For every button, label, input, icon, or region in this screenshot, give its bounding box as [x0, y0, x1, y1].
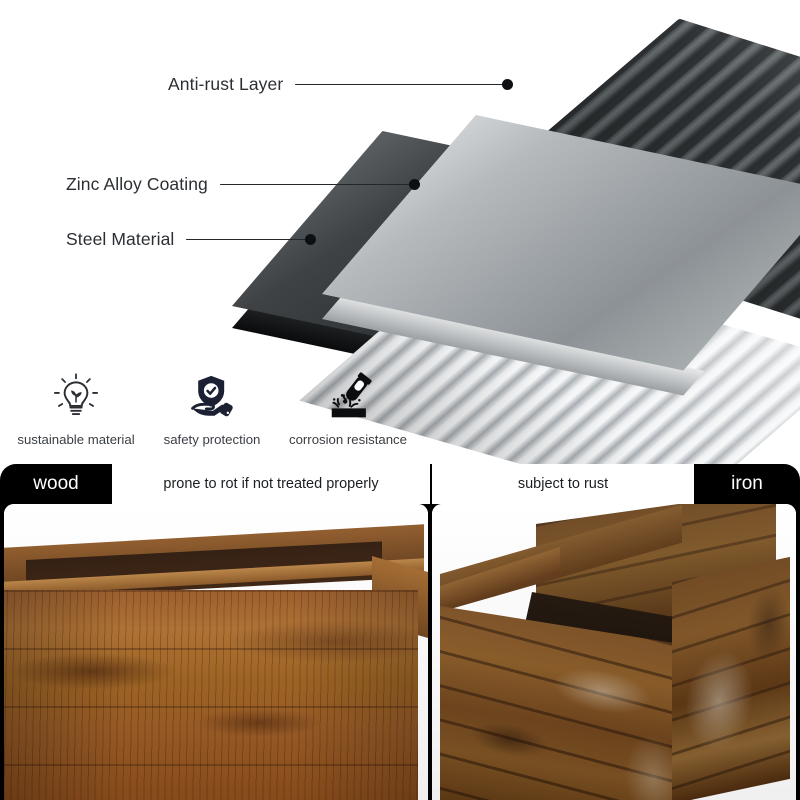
feature-icon-row: sustainable material safety protection [8, 366, 428, 462]
callout-anti-rust: Anti-rust Layer [168, 74, 514, 95]
photo-frame-wood [4, 504, 428, 800]
wooden-crate [4, 524, 428, 800]
tab-wood-label: wood [33, 473, 79, 494]
zinc-alloy-slab [322, 112, 800, 396]
tab-iron-label: iron [731, 473, 763, 494]
layer-diagram: Anti-rust Layer Zinc Alloy Coating Steel… [0, 0, 800, 465]
photo-frame-iron [432, 504, 796, 800]
tab-wood[interactable]: wood [0, 464, 112, 504]
note-wood: prone to rot if not treated properly [112, 464, 430, 504]
feature-safety-protection: safety protection [144, 366, 280, 447]
callout-label-zinc-alloy: Zinc Alloy Coating [66, 174, 208, 194]
note-iron-text: subject to rust [517, 476, 609, 492]
feature-caption: safety protection [163, 432, 261, 447]
feature-caption: sustainable material [17, 432, 135, 447]
crate-side-panel [672, 556, 790, 800]
leader-dot [502, 79, 514, 90]
test-tube-corrosion-icon [320, 366, 376, 428]
leader-dot [408, 179, 420, 190]
feature-corrosion-resistance: corrosion resistance [280, 366, 416, 447]
comparison-header: wood prone to rot if not treated properl… [0, 464, 800, 504]
rusty-crate [440, 504, 790, 800]
leader-line [295, 83, 504, 86]
tab-iron[interactable]: iron [694, 464, 800, 504]
note-wood-text: prone to rot if not treated properly [163, 476, 379, 492]
feature-sustainable-material: sustainable material [8, 366, 144, 447]
rusty-metal-crate-photo [432, 504, 796, 800]
callout-zinc-alloy: Zinc Alloy Coating [66, 174, 420, 195]
crate-front-panel [4, 590, 418, 800]
note-iron: subject to rust [432, 464, 694, 504]
leader-dot [305, 234, 317, 245]
lightbulb-plant-icon [50, 366, 102, 428]
feature-caption: corrosion resistance [288, 432, 407, 447]
material-comparison-card: wood prone to rot if not treated properl… [0, 464, 800, 800]
callout-label-anti-rust: Anti-rust Layer [168, 74, 284, 94]
leader-line [186, 238, 307, 241]
shield-hand-icon [186, 366, 238, 428]
wooden-crate-photo [4, 504, 428, 800]
leader-line [219, 183, 410, 186]
callout-steel-material: Steel Material [66, 229, 317, 250]
callout-label-steel: Steel Material [66, 229, 175, 249]
